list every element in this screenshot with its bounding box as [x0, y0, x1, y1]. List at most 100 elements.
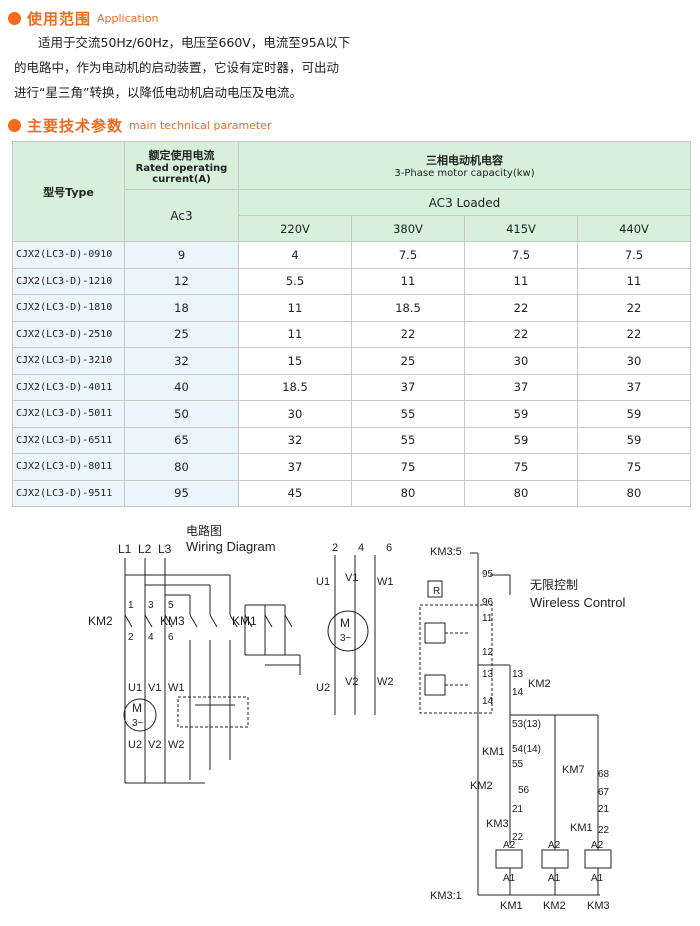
wireless-title-en: Wireless Control — [530, 595, 625, 610]
label-a1-km2: A1 — [548, 873, 561, 884]
label-km3-5: KM3:5 — [430, 546, 462, 558]
model-cell: CJX2(LC3-D)-1810 — [12, 294, 125, 322]
diagram-title-en: Wiring Diagram — [186, 539, 276, 554]
capacity-220-cell: 30 — [238, 400, 352, 428]
label-n6-right: 6 — [386, 542, 392, 554]
capacity-415-cell: 59 — [464, 400, 578, 428]
label-w1: W1 — [168, 682, 185, 694]
label-c55: 55 — [512, 759, 524, 770]
coil-label-km3: KM3 — [587, 900, 610, 912]
label-n4a: 4 — [148, 632, 154, 643]
capacity-415-cell: 11 — [464, 267, 578, 295]
capacity-380-cell: 25 — [351, 347, 465, 375]
label-n3a: 3 — [148, 600, 154, 611]
params-title-cn: 主要技术参数 — [27, 117, 124, 135]
capacity-440-cell: 80 — [577, 479, 691, 507]
capacity-220-cell: 11 — [238, 320, 352, 348]
motor-3-left: 3~ — [132, 718, 144, 729]
params-title-en: main technical parameter — [129, 119, 272, 132]
application-line-3: 进行“星三角”转换，以降低电动机启动电压及电流。 — [14, 85, 302, 100]
capacity-380-cell: 55 — [351, 400, 465, 428]
label-km1-ctrl: KM1 — [482, 746, 505, 758]
model-cell: CJX2(LC3-D)-0910 — [12, 241, 125, 269]
capacity-220-cell: 5.5 — [238, 267, 352, 295]
label-km1-ctrl-b: KM1 — [570, 822, 593, 834]
ac3-loaded-label: AC3 Loaded — [238, 189, 691, 216]
capacity-220-cell: 32 — [238, 426, 352, 454]
label-km7: KM7 — [562, 764, 585, 776]
label-v1: V1 — [148, 682, 161, 694]
model-cell: CJX2(LC3-D)-3210 — [12, 347, 125, 375]
model-cell: CJX2(LC3-D)-9511 — [12, 479, 125, 507]
label-n2a: 2 — [128, 632, 134, 643]
coil-label-km1: KM1 — [500, 900, 523, 912]
current-cell: 50 — [124, 400, 239, 428]
capacity-380-cell: 80 — [351, 479, 465, 507]
capacity-440-cell: 7.5 — [577, 241, 691, 269]
capacity-440-cell: 37 — [577, 373, 691, 401]
capacity-440-cell: 59 — [577, 426, 691, 454]
model-header: 型号Type — [12, 141, 125, 242]
label-c14a: 14 — [482, 696, 494, 707]
voltage-220-header: 220V — [238, 215, 352, 242]
label-w1-right: W1 — [377, 576, 394, 588]
bullet-dot-icon — [8, 119, 21, 132]
label-km3-ctrl: KM3 — [486, 818, 509, 830]
capacity-415-cell: 30 — [464, 347, 578, 375]
label-c54: 54(14) — [512, 744, 541, 755]
capacity-415-cell: 80 — [464, 479, 578, 507]
capacity-header-en: 3-Phase motor capacity(kw) — [394, 168, 535, 179]
label-u2: U2 — [128, 739, 142, 751]
label-w2-right: W2 — [377, 676, 394, 688]
label-c67: 67 — [598, 787, 610, 798]
model-cell: CJX2(LC3-D)-6511 — [12, 426, 125, 454]
label-v2-right: V2 — [345, 676, 358, 688]
label-km3-1: KM3:1 — [430, 890, 462, 902]
label-km2-ctrl-b: KM2 — [470, 780, 493, 792]
capacity-header-cn: 三相电动机电容 — [426, 154, 503, 167]
capacity-220-cell: 4 — [238, 241, 352, 269]
label-km2: KM2 — [88, 614, 113, 628]
application-heading: 使用范围 Application — [8, 8, 158, 29]
model-cell: CJX2(LC3-D)-1210 — [12, 267, 125, 295]
label-u1-right: U1 — [316, 576, 330, 588]
label-a1-km1: A1 — [503, 873, 516, 884]
capacity-415-cell: 37 — [464, 373, 578, 401]
capacity-220-cell: 15 — [238, 347, 352, 375]
current-cell: 80 — [124, 453, 239, 481]
application-line-1: 适用于交流50Hz/60Hz，电压至660V，电流至95A以下 — [38, 35, 351, 50]
capacity-440-cell: 11 — [577, 267, 691, 295]
bullet-dot-icon — [8, 12, 21, 25]
capacity-415-cell: 22 — [464, 320, 578, 348]
current-cell: 95 — [124, 479, 239, 507]
label-c12: 12 — [482, 647, 494, 658]
ac3-label: Ac3 — [124, 189, 239, 242]
capacity-415-cell: 59 — [464, 426, 578, 454]
capacity-415-cell: 22 — [464, 294, 578, 322]
application-title-cn: 使用范围 — [27, 10, 92, 28]
label-u1: U1 — [128, 682, 142, 694]
label-a2-km3: A2 — [591, 840, 604, 851]
voltage-415-header: 415V — [464, 215, 578, 242]
capacity-380-cell: 18.5 — [351, 294, 465, 322]
current-header-en2: current(A) — [152, 173, 211, 185]
current-cell: 25 — [124, 320, 239, 348]
label-c22b: 22 — [598, 825, 610, 836]
current-cell: 12 — [124, 267, 239, 295]
label-km1: KM1 — [232, 614, 257, 628]
label-a2-km2: A2 — [548, 840, 561, 851]
current-header-en1: Rated operating — [135, 162, 228, 174]
application-line-2: 的电路中，作为电动机的启动装置，它设有定时器，可出动 — [14, 60, 340, 75]
capacity-440-cell: 59 — [577, 400, 691, 428]
capacity-440-cell: 75 — [577, 453, 691, 481]
model-cell: CJX2(LC3-D)-8011 — [12, 453, 125, 481]
current-cell: 40 — [124, 373, 239, 401]
motor-3-right: 3~ — [340, 633, 352, 644]
